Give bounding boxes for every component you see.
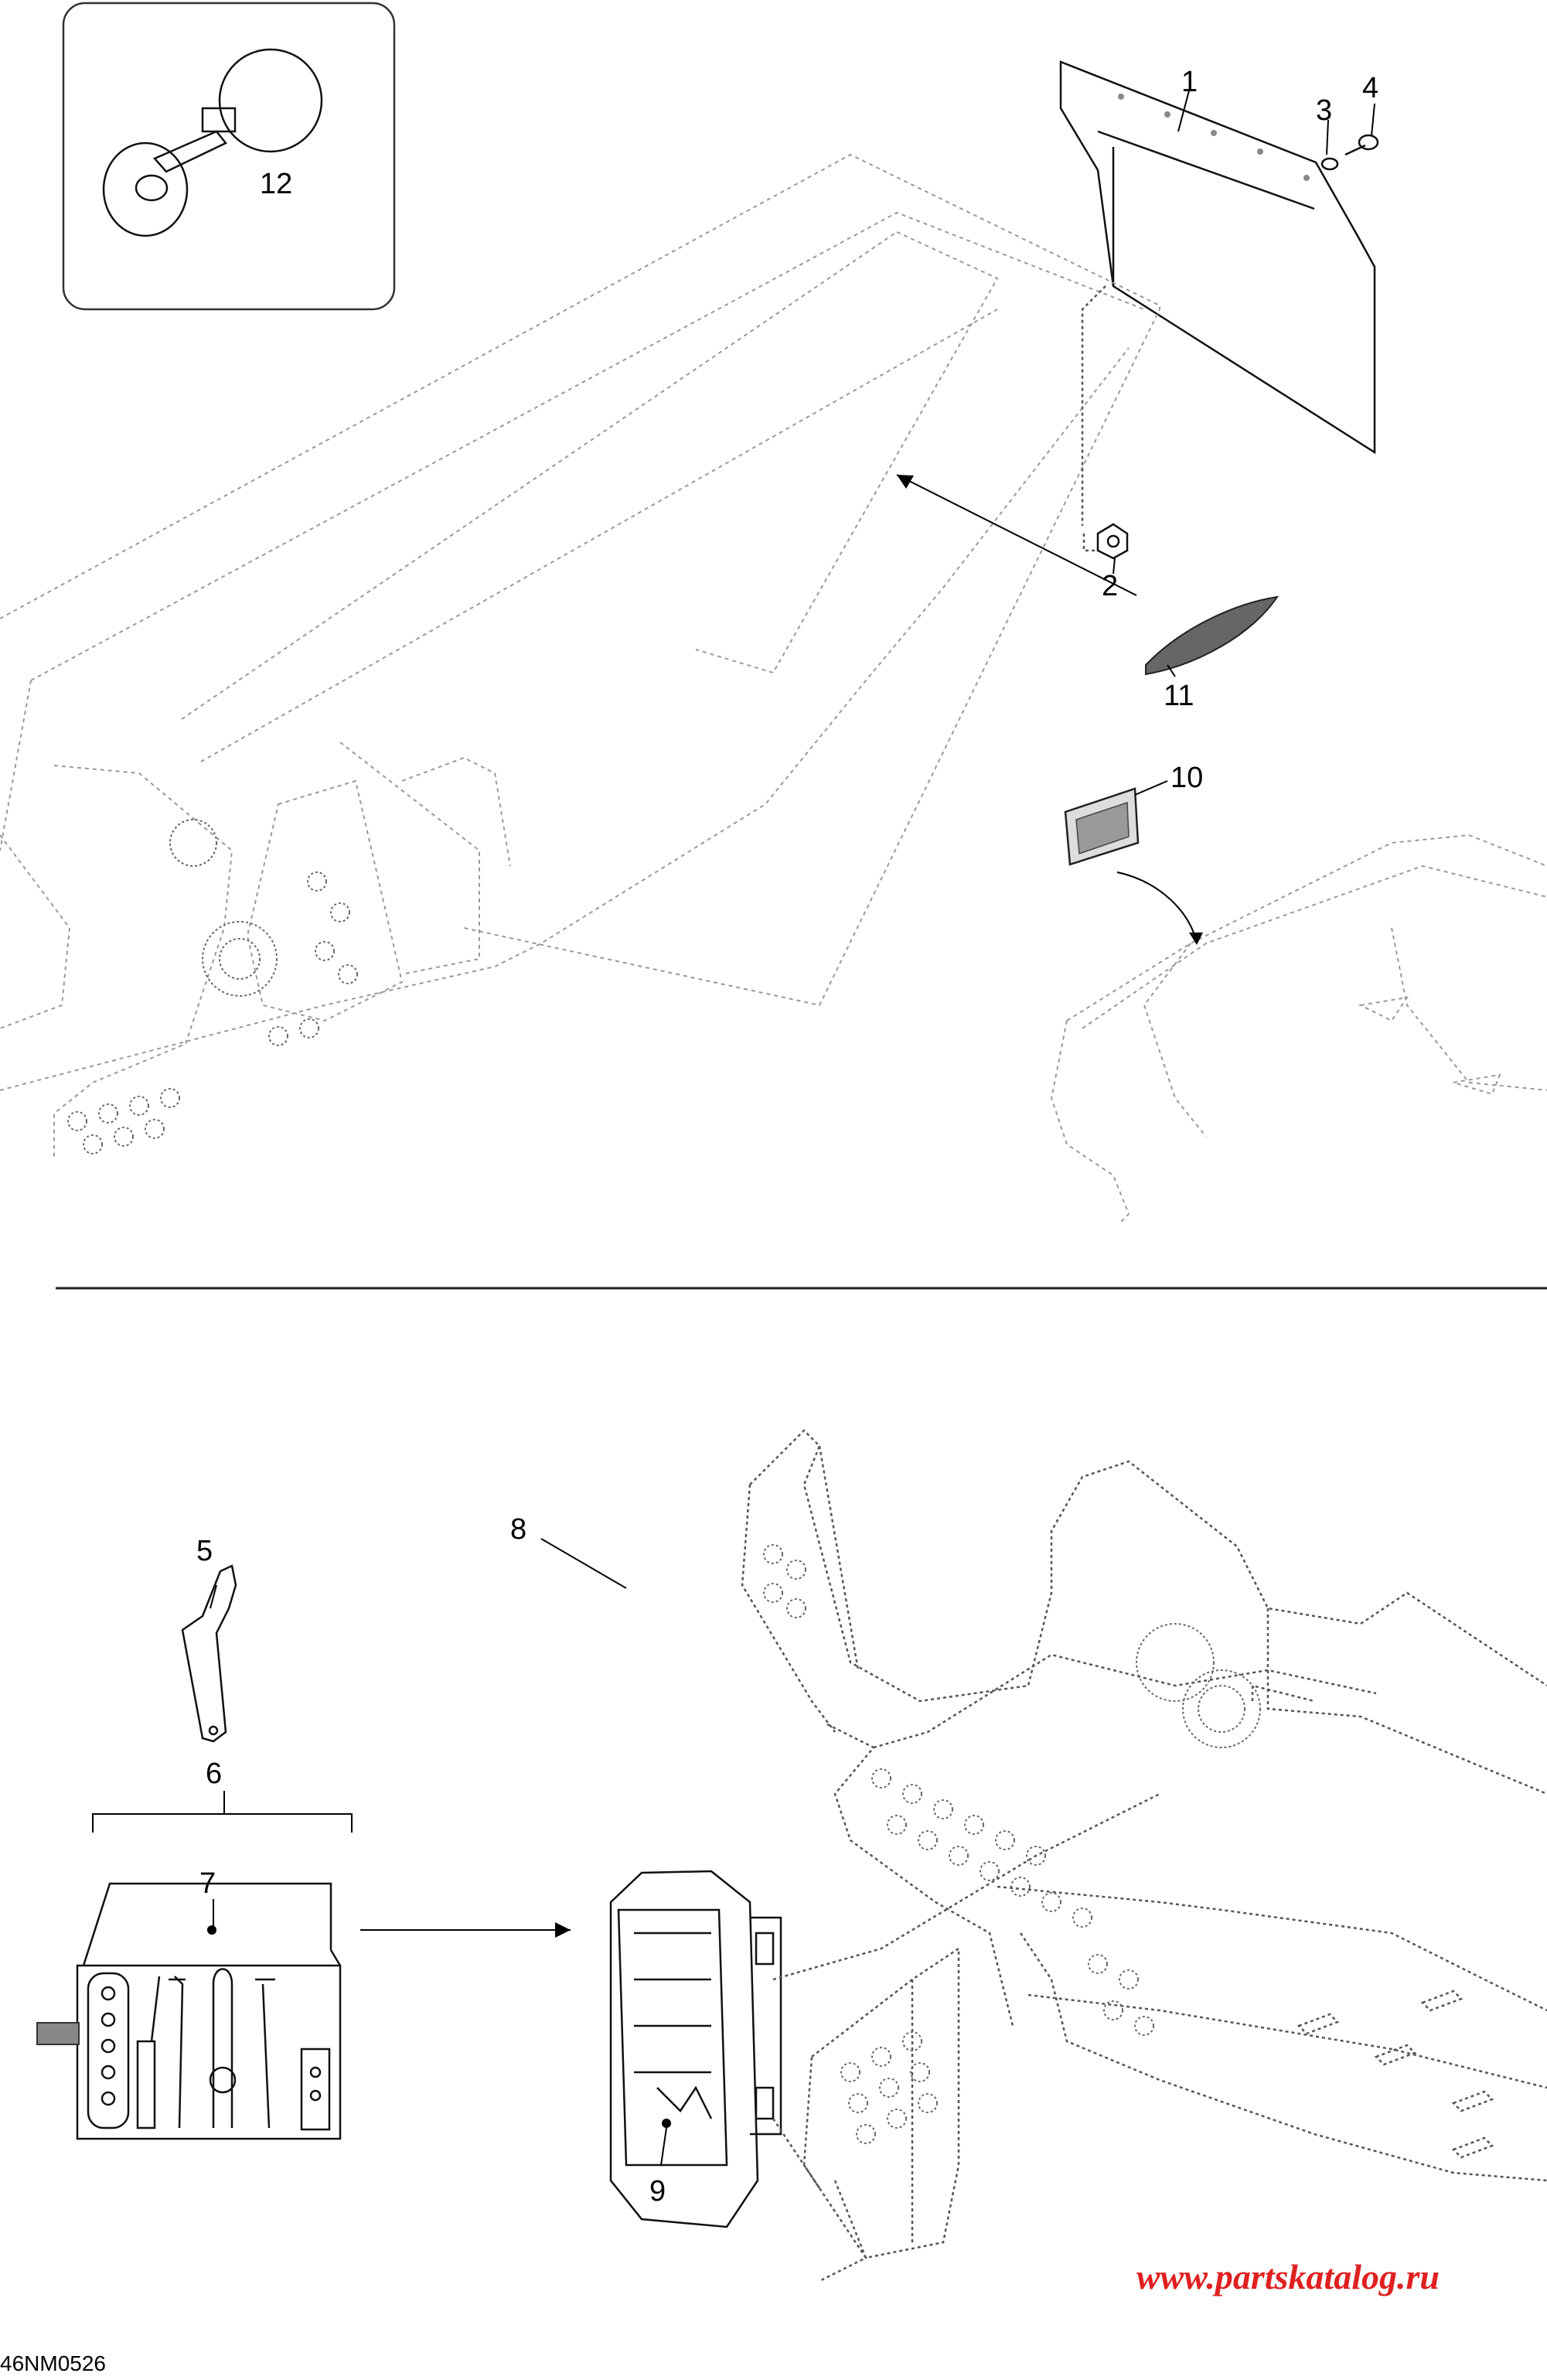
callout-4: 4 bbox=[1362, 72, 1378, 104]
callout-6: 6 bbox=[206, 1758, 222, 1790]
reflector-icon bbox=[1064, 787, 1140, 866]
snowflap bbox=[1059, 60, 1376, 455]
callout-9: 9 bbox=[649, 2175, 666, 2208]
callout-5: 5 bbox=[196, 1535, 213, 1567]
decal-icon bbox=[1145, 595, 1280, 676]
bottom-leaders bbox=[210, 1538, 1160, 2189]
callout-12: 12 bbox=[260, 168, 292, 200]
nut-icon bbox=[1096, 523, 1129, 560]
toolkit-bracket bbox=[92, 1791, 353, 1833]
drawing-code: 46NM0526 bbox=[0, 2351, 106, 2375]
horn-inset: 12 bbox=[62, 2, 396, 311]
callout-11: 11 bbox=[1164, 680, 1194, 712]
tools-icon bbox=[87, 1968, 331, 2131]
callout-7: 7 bbox=[199, 1867, 216, 1900]
top-leaders bbox=[896, 84, 1375, 945]
chassis-phantom-bottom bbox=[741, 1429, 1547, 2283]
horn-icon bbox=[102, 48, 323, 237]
callout-10: 10 bbox=[1170, 762, 1203, 794]
callout-3: 3 bbox=[1316, 94, 1332, 127]
toolkit-bag bbox=[36, 1882, 342, 2140]
screw-icon bbox=[1344, 134, 1379, 156]
toolbox-icon bbox=[609, 1870, 782, 2228]
washer-icon bbox=[1320, 157, 1339, 171]
hood-phantom bbox=[1050, 834, 1547, 1222]
wrench-icon bbox=[181, 1564, 237, 1743]
callout-8: 8 bbox=[510, 1513, 526, 1546]
callout-1: 1 bbox=[1181, 66, 1198, 98]
callout-2: 2 bbox=[1102, 570, 1118, 602]
watermark-text: www.partskatalog.ru bbox=[1136, 2257, 1440, 2296]
tunnel-phantom-top bbox=[0, 153, 1160, 1160]
